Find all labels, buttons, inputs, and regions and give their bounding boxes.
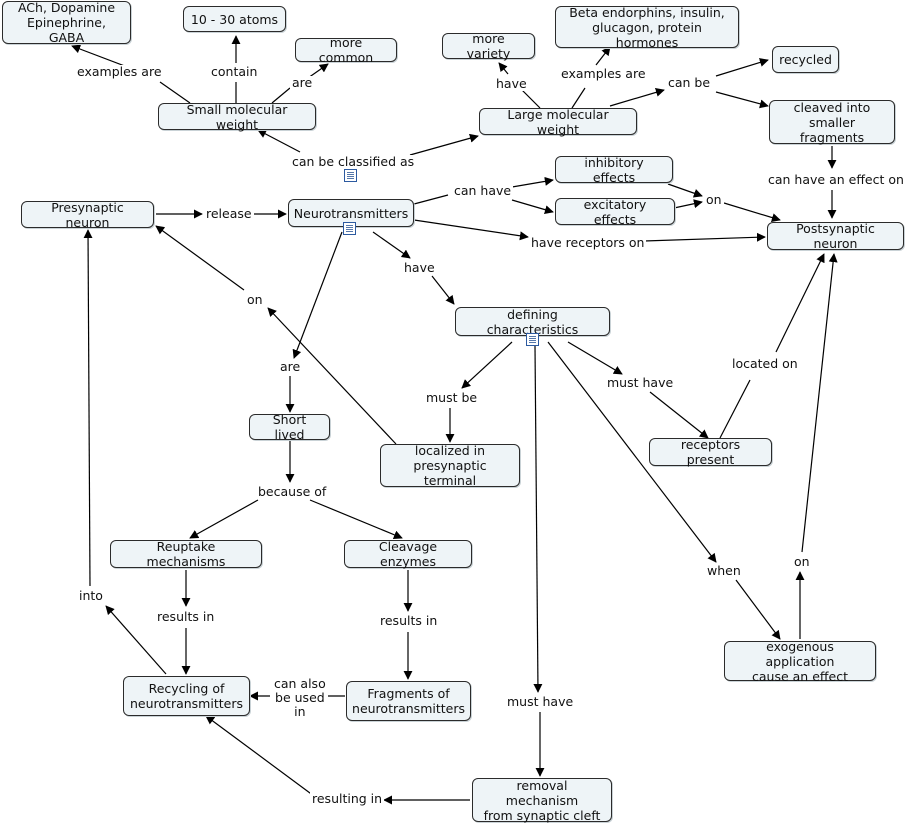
- node-more-variety[interactable]: more variety: [442, 31, 535, 61]
- node-label: 10 - 30 atoms: [190, 11, 279, 27]
- node-cleaved[interactable]: cleaved into smaller fragments: [769, 99, 895, 145]
- link-label-can-be-classified-as: can be classified as: [290, 154, 417, 169]
- node-label: Small molecular weight: [186, 101, 288, 132]
- node-beta-endorphins[interactable]: Beta endorphins, insulin, glucagon, prot…: [555, 4, 739, 50]
- link-label-must-have: must have: [505, 694, 576, 709]
- link-label-when: when: [705, 563, 743, 578]
- node-label: Reuptake mechanisms: [146, 539, 226, 569]
- node-label: Fragments of neurotransmitters: [352, 686, 465, 716]
- link-label-can-also-be-used-in: can also be used in: [272, 676, 328, 719]
- node-label: ACh, Dopamine Epinephrine, GABA: [17, 0, 116, 45]
- link-label-have-receptors-on: have receptors on: [529, 235, 647, 250]
- node-label: inhibitory effects: [584, 154, 644, 185]
- link-label-must-be: must be: [424, 390, 480, 405]
- node-recycling-of-neurotransmitters[interactable]: Recycling of neurotransmitters: [123, 676, 250, 716]
- link-label-contain: contain: [209, 64, 260, 79]
- link-label-on: on: [245, 292, 265, 307]
- node-reuptake-mechanisms[interactable]: Reuptake mechanisms: [110, 539, 262, 569]
- link-label-have: have: [402, 260, 437, 275]
- node-receptors-present[interactable]: receptors present: [649, 437, 772, 467]
- link-label-examples-are: examples are: [75, 64, 164, 79]
- node-defining-characteristics[interactable]: defining characteristics: [455, 306, 610, 337]
- node-more-common[interactable]: more common: [295, 35, 397, 65]
- document-icon[interactable]: [526, 333, 539, 346]
- node-label: receptors present: [680, 437, 741, 467]
- node-removal-mechanism[interactable]: removal mechanism from synaptic cleft: [472, 777, 612, 823]
- node-exogenous-application[interactable]: exogenous application cause an effect: [724, 638, 876, 684]
- node-presynaptic-neuron[interactable]: Presynaptic neuron: [21, 199, 154, 230]
- node-label: more common: [318, 35, 374, 65]
- node-label: Large molecular weight: [507, 106, 609, 137]
- link-label-into: into: [77, 588, 105, 603]
- node-postsynaptic-neuron[interactable]: Postsynaptic neuron: [767, 221, 904, 251]
- node-label: localized in presynaptic terminal: [413, 443, 487, 488]
- node-excitatory-effects[interactable]: excitatory effects: [555, 196, 675, 227]
- node-label: cleaved into smaller fragments: [793, 99, 871, 145]
- link-label-can-have-an-effect-on: can have an effect on: [766, 172, 906, 187]
- node-inhibitory-effects[interactable]: inhibitory effects: [555, 154, 673, 185]
- node-label: Presynaptic neuron: [51, 199, 124, 230]
- node-label: Postsynaptic neuron: [796, 221, 875, 251]
- node-recycled[interactable]: recycled: [772, 46, 839, 73]
- link-label-have: have: [494, 76, 529, 91]
- link-label-can-have: can have: [452, 183, 514, 198]
- node-label: defining characteristics: [486, 306, 579, 337]
- node-label: removal mechanism from synaptic cleft: [483, 777, 601, 823]
- node-ach-dopamine[interactable]: ACh, Dopamine Epinephrine, GABA: [2, 0, 131, 45]
- link-label-because-of: because of: [256, 484, 329, 499]
- node-large-molecular-weight[interactable]: Large molecular weight: [479, 106, 637, 137]
- link-label-on: on: [792, 554, 812, 569]
- node-label: Short lived: [272, 412, 307, 442]
- node-label: exogenous application cause an effect: [752, 638, 848, 684]
- link-label-are: are: [290, 75, 315, 90]
- link-label-results-in: results in: [155, 609, 217, 624]
- link-label-examples-are: examples are: [559, 66, 648, 81]
- node-short-lived[interactable]: Short lived: [249, 412, 330, 442]
- document-icon[interactable]: [343, 222, 356, 235]
- node-label: recycled: [779, 52, 832, 67]
- link-label-on: on: [704, 192, 724, 207]
- link-label-resulting-in: resulting in: [310, 791, 385, 806]
- node-label: Recycling of neurotransmitters: [130, 681, 243, 711]
- link-label-release: release: [204, 206, 254, 221]
- document-icon[interactable]: [344, 169, 357, 182]
- node-label: Neurotransmitters: [293, 205, 409, 221]
- link-label-must-have: must have: [605, 375, 676, 390]
- link-label-can-be: can be: [666, 75, 713, 90]
- node-10-30-atoms[interactable]: 10 - 30 atoms: [183, 6, 286, 32]
- node-label: excitatory effects: [583, 196, 647, 227]
- node-neurotransmitters[interactable]: Neurotransmitters: [288, 199, 414, 227]
- node-fragments-of-neurotransmitters[interactable]: Fragments of neurotransmitters: [346, 681, 471, 721]
- link-label-located-on: located on: [730, 356, 800, 371]
- node-small-molecular-weight[interactable]: Small molecular weight: [158, 101, 316, 132]
- node-cleavage-enzymes[interactable]: Cleavage enzymes: [344, 539, 472, 569]
- node-label: more variety: [466, 31, 511, 61]
- node-label: Beta endorphins, insulin, glucagon, prot…: [569, 4, 725, 50]
- link-label-are: are: [278, 359, 303, 374]
- node-label: Cleavage enzymes: [378, 539, 438, 569]
- link-label-results-in: results in: [378, 613, 440, 628]
- node-localized-presynaptic-terminal[interactable]: localized in presynaptic terminal: [380, 443, 520, 488]
